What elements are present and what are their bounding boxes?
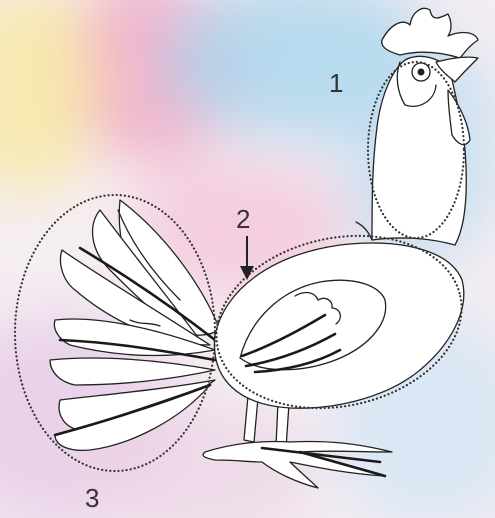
- label-3: 3: [85, 485, 99, 511]
- label-2: 2: [236, 206, 250, 232]
- label-1: 1: [329, 70, 343, 96]
